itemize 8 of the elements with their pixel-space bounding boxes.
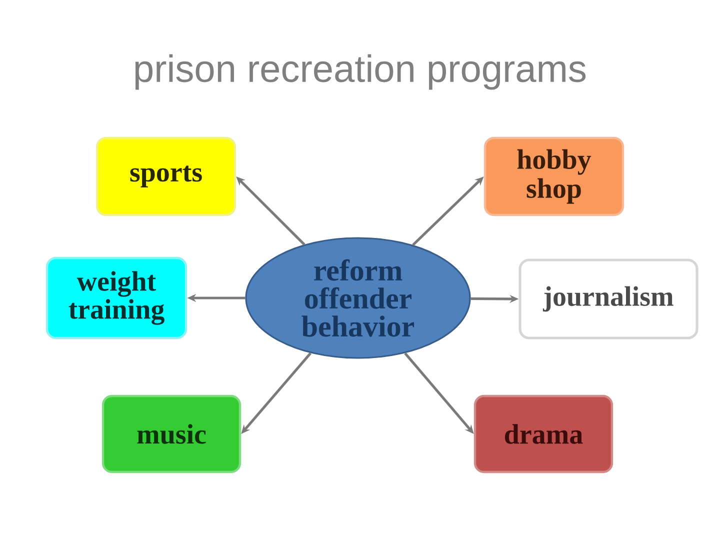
rounded-box: weight training	[46, 256, 188, 340]
rounded-box: drama	[474, 394, 614, 474]
title: prison recreation programs	[135, 54, 586, 90]
rounded-box: sports	[96, 136, 236, 216]
rounded-box: hobby shop	[484, 136, 624, 216]
rounded-box: journalism	[518, 258, 698, 340]
rounded-box: music	[102, 394, 242, 474]
oval-node: reform offender behavior	[245, 237, 471, 359]
